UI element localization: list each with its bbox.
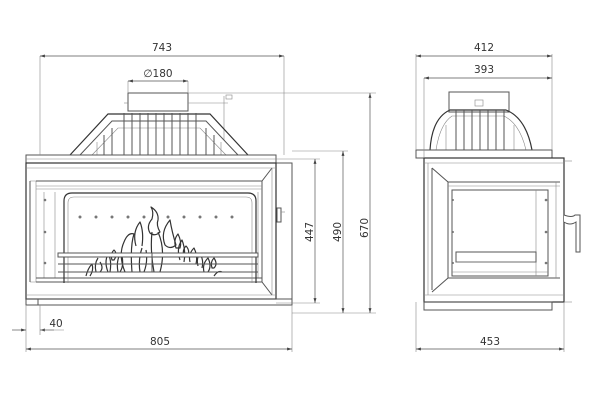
grate-bar bbox=[57, 252, 259, 258]
dim-743: 743 bbox=[152, 42, 172, 54]
dim-393: 393 bbox=[474, 64, 494, 76]
front-dimensions: 743 ∅180 670 490 447 40 805 bbox=[12, 42, 376, 352]
dim-flue-diameter: ∅180 bbox=[143, 68, 172, 80]
hood-fins bbox=[96, 113, 222, 155]
dim-40: 40 bbox=[49, 318, 62, 330]
front-hood bbox=[69, 92, 249, 156]
side-door-handle[interactable] bbox=[563, 214, 581, 253]
side-dimensions: 412 393 453 bbox=[415, 42, 565, 352]
dim-805: 805 bbox=[150, 336, 170, 348]
dim-453: 453 bbox=[480, 336, 500, 348]
side-hood bbox=[429, 91, 533, 151]
front-door-handle[interactable] bbox=[276, 207, 282, 223]
dim-490: 490 bbox=[332, 222, 344, 242]
front-view bbox=[25, 92, 293, 306]
side-view bbox=[415, 91, 581, 311]
air-holes bbox=[78, 215, 234, 219]
dim-670: 670 bbox=[359, 218, 371, 238]
dim-412: 412 bbox=[474, 42, 494, 54]
front-glass-window bbox=[63, 192, 257, 283]
dim-447: 447 bbox=[304, 222, 316, 242]
